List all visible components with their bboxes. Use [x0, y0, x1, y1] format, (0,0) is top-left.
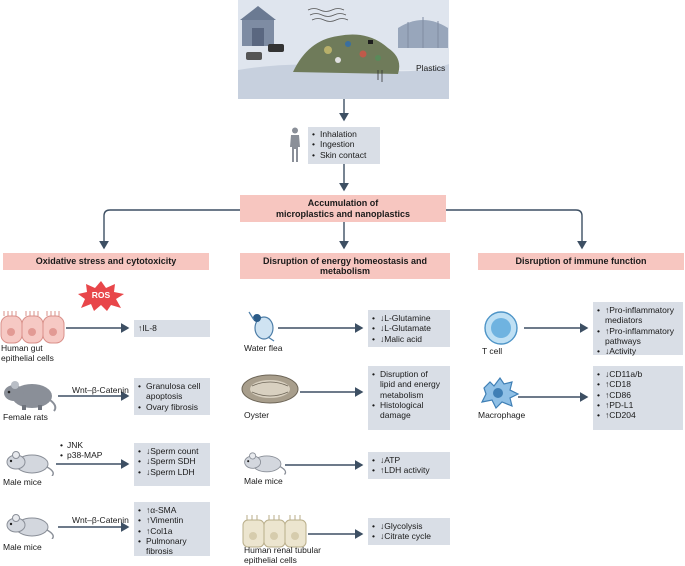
renal-cells-icon	[242, 514, 308, 553]
effect-item: Histological damage	[372, 400, 445, 421]
t-cell-icon	[480, 310, 522, 351]
subject-label: Male mice	[3, 477, 42, 487]
effect-item: ↑Vimentin	[138, 515, 205, 526]
gut-cells-icon	[0, 310, 66, 349]
arrow-to-oxidative	[99, 209, 240, 250]
effect-item: ↓CD11a/b	[597, 369, 678, 380]
effect-item: Pulmonary fibrosis	[138, 536, 205, 557]
subject-label: Oyster	[244, 410, 270, 420]
energy-header-line2: metabolism	[319, 266, 370, 276]
effect-item: ↑α-SMA	[138, 505, 205, 516]
effect-item: ↑PD-L1	[597, 400, 678, 411]
water-flea-icon	[248, 310, 278, 347]
effect-item: ↑IL-8	[138, 323, 157, 333]
macrophage-icon	[478, 374, 520, 415]
pathway-label: Wnt–β-Catenin	[72, 385, 129, 395]
plastics-label: Plastics	[416, 63, 446, 73]
mouse-icon	[4, 513, 56, 544]
ros-burst: ROS	[78, 281, 124, 311]
effect-item: ↓Citrate cycle	[372, 531, 445, 542]
mouse-icon	[242, 450, 288, 481]
effects-box: ↓Sperm count ↓Sperm SDH ↓Sperm LDH	[134, 443, 210, 486]
effect-item: ↑CD86	[597, 390, 678, 401]
effect-item: ↓Sperm count	[138, 446, 205, 457]
energy-header: Disruption of energy homeostasis and met…	[240, 253, 450, 279]
energy-header-line1: Disruption of energy homeostasis and	[262, 255, 428, 266]
effect-item: ↓ATP	[372, 455, 445, 466]
effect-item: ↑LDH activity	[372, 465, 445, 476]
effect-item: ↑Pro-inflammatory mediators	[597, 305, 678, 326]
effects-box: ↓Glycolysis ↓Citrate cycle	[368, 518, 450, 545]
effect-item: ↓Malic acid	[372, 334, 445, 345]
effect-item: ↑CD18	[597, 379, 678, 390]
subject-label: T cell	[482, 346, 503, 356]
person-icon	[289, 127, 301, 168]
effect-item: ↓Sperm LDH	[138, 467, 205, 478]
subject-label: Female rats	[3, 412, 48, 422]
pathway-label: •JNK •p38-MAP	[60, 440, 103, 460]
effect-item: ↓Activity	[597, 346, 678, 357]
subject-label: Male mice	[244, 476, 283, 486]
exposure-routes-box: Inhalation Ingestion Skin contact	[308, 127, 380, 164]
subject-label: Water flea	[244, 343, 283, 353]
ros-label: ROS	[91, 290, 111, 300]
effect-item: ↓L-Glutamine	[372, 313, 445, 324]
accumulation-line2: microplastics and nanoplastics	[275, 208, 411, 219]
effects-box: ↑α-SMA ↑Vimentin ↑Col1a Pulmonary fibros…	[134, 502, 210, 556]
effect-item: ↑Col1a	[138, 526, 205, 537]
mouse-icon	[4, 450, 56, 481]
effects-box: ↑IL-8	[134, 320, 210, 337]
arrow-to-immune	[446, 209, 587, 250]
route-item: Skin contact	[312, 150, 375, 161]
subject-label: Human renal tubular epithelial cells	[244, 545, 322, 565]
effect-item: Ovary fibrosis	[138, 402, 205, 413]
effect-item: ↓L-Glutamate	[372, 323, 445, 334]
pathway-label: Wnt–β-Catenin	[72, 515, 129, 525]
effects-box: Granulosa cell apoptosis Ovary fibrosis	[134, 378, 210, 415]
route-item: Ingestion	[312, 139, 375, 150]
rat-icon	[2, 378, 58, 417]
pollution-scene: Plastics	[238, 0, 449, 99]
accumulation-line1: Accumulation of	[307, 198, 379, 209]
immune-header: Disruption of immune function	[478, 253, 684, 270]
oxidative-header: Oxidative stress and cytotoxicity	[3, 253, 209, 270]
subject-label: Male mice	[3, 542, 42, 552]
effects-box: ↓CD11a/b ↑CD18 ↑CD86 ↑PD-L1 ↑CD204	[593, 366, 683, 430]
effect-item: Granulosa cell apoptosis	[138, 381, 205, 402]
effect-item: Disruption of lipid and energy metabolis…	[372, 369, 445, 400]
subject-label: Human gut epithelial cells	[1, 343, 54, 363]
effects-box: ↑Pro-inflammatory mediators ↑Pro-inflamm…	[593, 302, 683, 357]
effect-item: ↓Sperm SDH	[138, 456, 205, 467]
route-item: Inhalation	[312, 129, 375, 140]
effects-box: Disruption of lipid and energy metabolis…	[368, 366, 450, 430]
effects-box: ↓ATP ↑LDH activity	[368, 452, 450, 479]
subject-label: Macrophage	[478, 410, 526, 420]
accumulation-box: Accumulation of microplastics and nanopl…	[240, 195, 446, 222]
oyster-icon	[240, 372, 300, 411]
effect-item: ↑CD204	[597, 410, 678, 421]
effect-item: ↓Glycolysis	[372, 521, 445, 532]
effects-box: ↓L-Glutamine ↓L-Glutamate ↓Malic acid	[368, 310, 450, 347]
effect-item: ↑Pro-inflammatory pathways	[597, 326, 678, 347]
